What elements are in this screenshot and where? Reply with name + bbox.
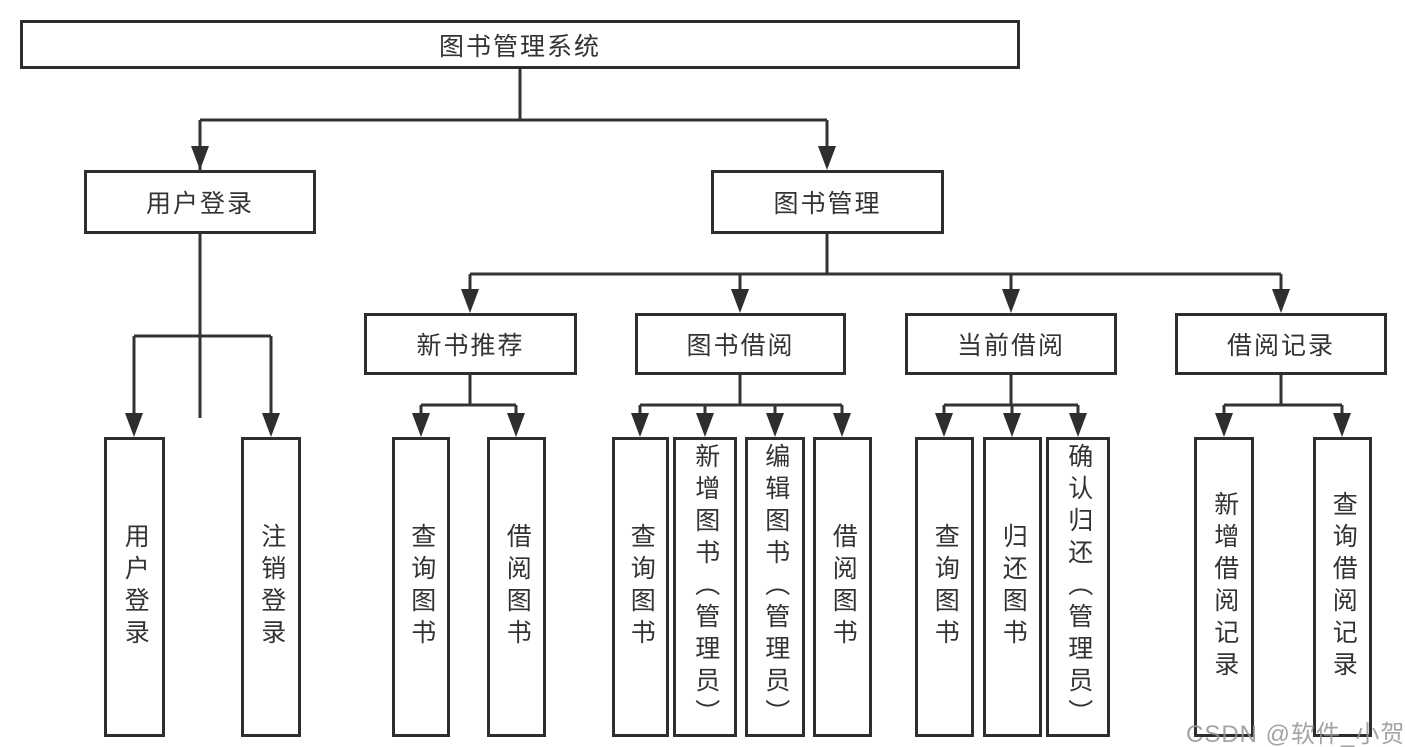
node-label: 查询图书: [627, 523, 656, 651]
leaf-user-login: 用户登录: [104, 437, 165, 737]
node-new-book-recommend: 新书推荐: [364, 313, 577, 375]
leaf-br-add-record: 新增借阅记录: [1194, 437, 1254, 737]
node-label: 借阅记录: [1226, 332, 1335, 360]
node-root-library-system: 图书管理系统: [20, 20, 1020, 69]
leaf-nb-query-books: 查询图书: [392, 437, 450, 737]
node-label: 图书借阅: [686, 332, 795, 360]
node-label: 图书管理: [773, 190, 882, 218]
leaf-cb-confirm-return-admin: 确认归还（管理员）: [1046, 437, 1110, 737]
node-label: 借阅图书: [503, 523, 532, 651]
leaf-bb-edit-books-admin: 编辑图书（管理员）: [745, 437, 805, 737]
leaf-bb-add-books-admin: 新增图书（管理员）: [673, 437, 737, 737]
node-label: 新增借阅记录: [1210, 491, 1239, 683]
node-book-management: 图书管理: [711, 170, 944, 234]
node-user-login: 用户登录: [84, 170, 316, 234]
node-label: 用户登录: [145, 190, 254, 218]
leaf-cb-query-books: 查询图书: [915, 437, 974, 737]
node-book-borrowing: 图书借阅: [635, 313, 846, 375]
node-current-borrowing: 当前借阅: [905, 313, 1117, 375]
node-label: 用户登录: [121, 523, 150, 651]
leaf-bb-query-books: 查询图书: [612, 437, 669, 737]
node-label: 当前借阅: [956, 332, 1065, 360]
leaf-logout: 注销登录: [241, 437, 301, 737]
leaf-nb-borrow-books: 借阅图书: [487, 437, 546, 737]
node-label: 查询借阅记录: [1329, 491, 1358, 683]
node-label: 编辑图书（管理员）: [761, 443, 790, 731]
leaf-cb-return-books: 归还图书: [983, 437, 1042, 737]
leaf-br-query-record: 查询借阅记录: [1313, 437, 1372, 737]
node-label: 新增图书（管理员）: [691, 443, 720, 731]
node-label: 查询图书: [407, 523, 436, 651]
leaf-bb-borrow-books: 借阅图书: [813, 437, 872, 737]
node-label: 注销登录: [257, 523, 286, 651]
node-label: 借阅图书: [829, 523, 858, 651]
watermark-text: CSDN @软件_小贺同学: [1186, 721, 1405, 747]
node-label: 归还图书: [999, 523, 1028, 651]
node-label: 图书管理系统: [438, 32, 601, 61]
node-label: 查询图书: [931, 523, 960, 651]
node-label: 新书推荐: [416, 332, 525, 360]
node-label: 确认归还（管理员）: [1064, 443, 1093, 731]
node-borrowing-records: 借阅记录: [1175, 313, 1387, 375]
